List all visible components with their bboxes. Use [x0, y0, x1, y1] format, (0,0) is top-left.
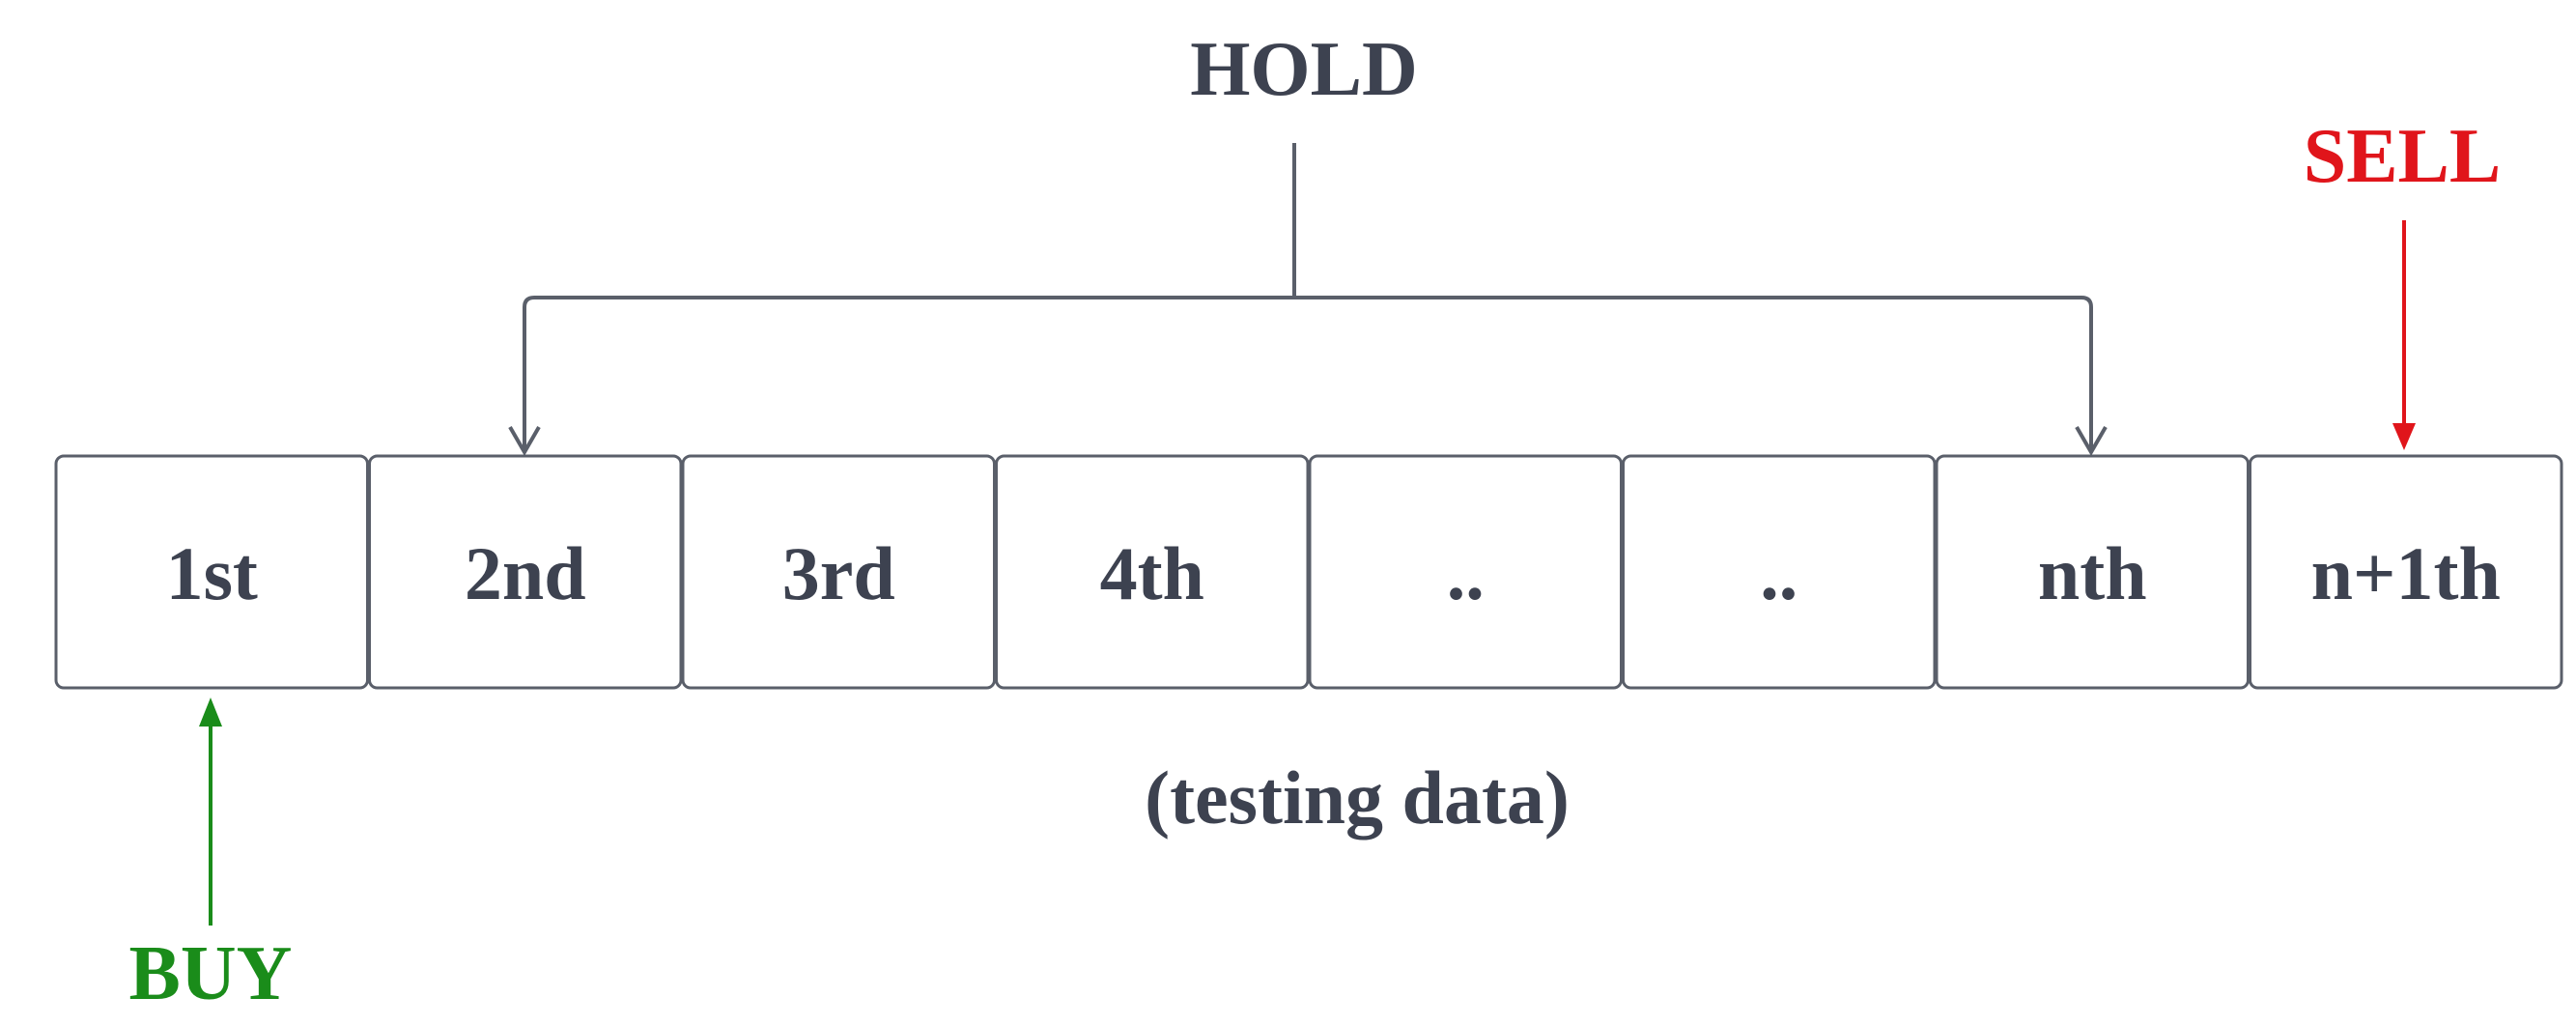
- data-cell-label: n+1th: [2311, 531, 2501, 615]
- data-cell-box: [1935, 454, 2250, 690]
- hold-right-arrowhead: [2075, 426, 2108, 457]
- data-cell-label: ..: [1760, 531, 1798, 615]
- data-cell: ..: [1308, 454, 1623, 690]
- data-cell-box: [54, 454, 369, 690]
- data-cell-box: [995, 454, 1310, 690]
- data-cell: 1st: [54, 454, 369, 690]
- data-cell-label: ..: [1447, 531, 1485, 615]
- data-cell-box: [2249, 454, 2563, 690]
- testing-data-caption: (testing data): [1145, 755, 1570, 840]
- hold-bracket-bar: [523, 296, 2093, 452]
- hold-left-arrowhead: [508, 426, 541, 457]
- buy-arrow: [199, 698, 222, 926]
- hold-bracket: [508, 143, 2108, 457]
- data-cell-label: 1st: [166, 531, 258, 615]
- data-cell-box: [1622, 454, 1937, 690]
- sell-label: SELL: [2304, 114, 2502, 199]
- data-cell-box: [368, 454, 683, 690]
- data-cells-row: 1st 2nd 3rd 4th.... nth n+1th: [54, 454, 2563, 690]
- data-cell: nth: [1935, 454, 2250, 690]
- data-cell: n+1th: [2249, 454, 2563, 690]
- data-cell-label: 2nd: [465, 531, 586, 615]
- data-cell-label: 3rd: [782, 531, 895, 615]
- data-cell: ..: [1622, 454, 1937, 690]
- data-cell-box: [1308, 454, 1623, 690]
- data-cell: 3rd: [681, 454, 996, 690]
- data-cell: 4th: [995, 454, 1310, 690]
- sell-arrow: [2392, 220, 2416, 450]
- data-cell-label: 4th: [1100, 531, 1204, 615]
- buy-label: BUY: [129, 931, 293, 1016]
- data-cell: 2nd: [368, 454, 683, 690]
- hold-label: HOLD: [1190, 27, 1418, 112]
- data-cell-label: nth: [2038, 531, 2147, 615]
- data-cell-box: [681, 454, 996, 690]
